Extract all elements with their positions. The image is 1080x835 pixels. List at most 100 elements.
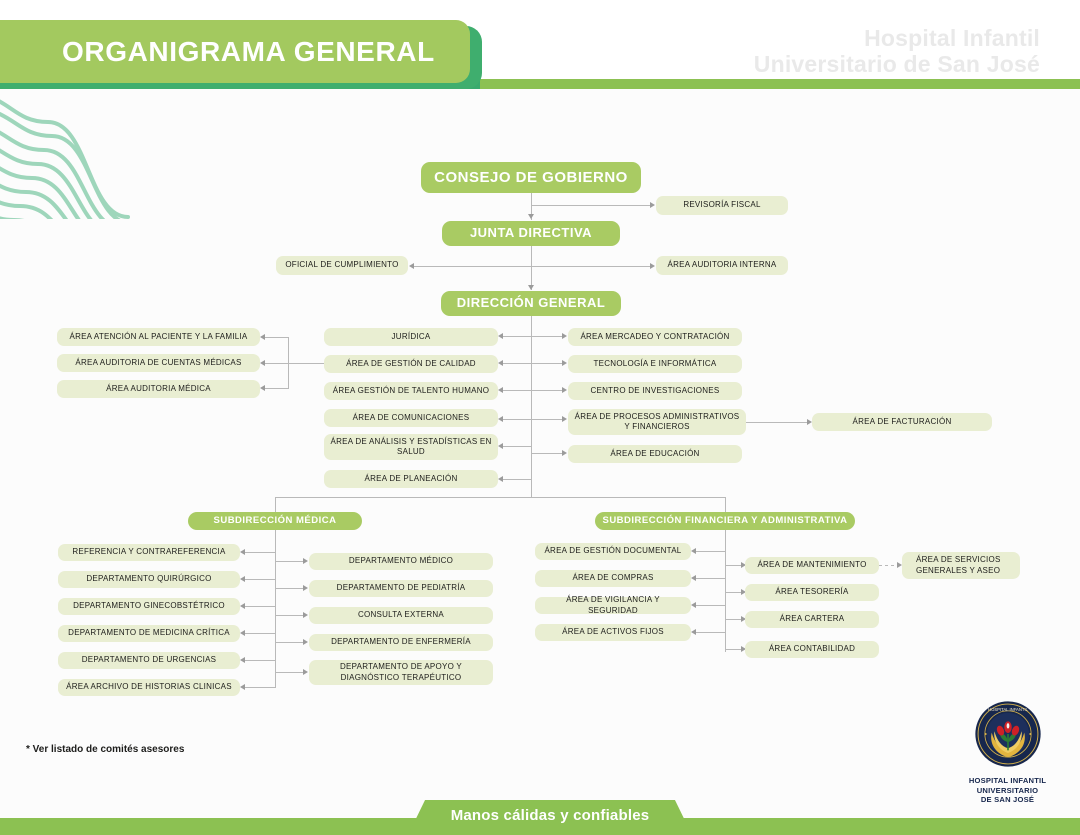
node-label: ÁREA DE PROCESOS ADMINISTRATIVOS Y FINAN… <box>574 411 740 431</box>
node-area-auditoria-medica[interactable]: ÁREA AUDITORIA MÉDICA <box>57 380 260 398</box>
connector-consejo-revisoria <box>531 205 651 206</box>
node-label: ÁREA CONTABILIDAD <box>768 644 856 654</box>
arrow-dg-mid-2 <box>498 386 503 393</box>
connector-fin-right-1 <box>725 592 742 593</box>
node-label: DEPARTAMENTO DE APOYO Y DIAGNÓSTICO TERA… <box>340 662 462 682</box>
node-area-auditoria-interna[interactable]: ÁREA AUDITORIA INTERNA <box>656 256 788 275</box>
arrow-dg-mid-5 <box>498 475 503 482</box>
node-junta-directiva[interactable]: JUNTA DIRECTIVA <box>442 221 620 246</box>
node-tecnologia-informatica[interactable]: TECNOLOGÍA E INFORMÁTICA <box>568 355 742 373</box>
arrow-med-left-2 <box>240 602 245 609</box>
page-title-plate: ORGANIGRAMA GENERAL <box>0 20 470 83</box>
connector-junta-auditoria <box>531 266 651 267</box>
arrow-med-right-0 <box>303 557 308 564</box>
node-area-atencion-paciente-familia[interactable]: ÁREA ATENCIÓN AL PACIENTE Y LA FAMILIA <box>57 328 260 346</box>
brand-watermark: Hospital Infantil Universitario de San J… <box>754 25 1040 78</box>
node-area-comunicaciones[interactable]: ÁREA DE COMUNICACIONES <box>324 409 498 427</box>
node-area-educacion[interactable]: ÁREA DE EDUCACIÓN <box>568 445 742 463</box>
node-juridica[interactable]: JURÍDICA <box>324 328 498 346</box>
node-area-tesoreria[interactable]: ÁREA TESORERÍA <box>745 584 879 601</box>
node-oficial-de-cumplimiento[interactable]: OFICIAL DE CUMPLIMIENTO <box>276 256 408 275</box>
arrow-dg-left-0 <box>260 333 265 340</box>
node-label: ÁREA DE MANTENIMIENTO <box>757 560 867 570</box>
arrow-fin-left-1 <box>691 574 696 581</box>
node-area-gestion-talento-humano[interactable]: ÁREA GESTIÓN DE TALENTO HUMANO <box>324 382 498 400</box>
node-area-contabilidad[interactable]: ÁREA CONTABILIDAD <box>745 641 879 658</box>
node-label: CONSULTA EXTERNA <box>358 610 444 620</box>
arrow-fin-left-2 <box>691 601 696 608</box>
connector-med-left-2 <box>245 606 276 607</box>
node-departamento-medicina-critica[interactable]: DEPARTAMENTO DE MEDICINA CRÍTICA <box>58 625 240 642</box>
node-label: ÁREA DE ANÁLISIS Y ESTADÍSTICAS EN SALUD <box>330 436 492 456</box>
node-area-planeacion[interactable]: ÁREA DE PLANEACIÓN <box>324 470 498 488</box>
node-label: SUBDIRECCIÓN FINANCIERA Y ADMINISTRATIVA <box>602 514 848 526</box>
node-departamento-enfermeria[interactable]: DEPARTAMENTO DE ENFERMERÍA <box>309 634 493 651</box>
node-subdireccion-medica[interactable]: SUBDIRECCIÓN MÉDICA <box>188 512 362 530</box>
node-area-procesos-administrativos-financieros[interactable]: ÁREA DE PROCESOS ADMINISTRATIVOS Y FINAN… <box>568 409 746 435</box>
node-area-auditoria-cuentas-medicas[interactable]: ÁREA AUDITORIA DE CUENTAS MÉDICAS <box>57 354 260 372</box>
node-revisoria-fiscal[interactable]: REVISORÍA FISCAL <box>656 196 788 215</box>
node-area-analisis-estadisticas-salud[interactable]: ÁREA DE ANÁLISIS Y ESTADÍSTICAS EN SALUD <box>324 434 498 460</box>
node-area-gestion-calidad[interactable]: ÁREA DE GESTIÓN DE CALIDAD <box>324 355 498 373</box>
arrow-facturacion <box>807 418 812 425</box>
logo-caption-line-1: HOSPITAL INFANTIL <box>968 776 1047 785</box>
node-referencia-contrareferencia[interactable]: REFERENCIA Y CONTRAREFERENCIA <box>58 544 240 561</box>
arrow-fin-left-0 <box>691 547 696 554</box>
node-area-servicios-generales-aseo[interactable]: ÁREA DE SERVICIOS GENERALES Y ASEO <box>902 552 1020 579</box>
hospital-crest-icon: HOSPITAL INFANTIL <box>974 701 1041 767</box>
connector-junta-direccion <box>531 244 532 290</box>
arrow-med-right-3 <box>303 638 308 645</box>
node-label: DEPARTAMENTO QUIRÚRGICO <box>86 574 212 584</box>
logo-caption-line-3: DE SAN JOSÉ <box>980 795 1035 805</box>
node-subdireccion-financiera-administrativa[interactable]: SUBDIRECCIÓN FINANCIERA Y ADMINISTRATIVA <box>595 512 855 530</box>
node-area-mantenimiento[interactable]: ÁREA DE MANTENIMIENTO <box>745 557 879 574</box>
node-departamento-apoyo-diagnostico-terapeutico[interactable]: DEPARTAMENTO DE APOYO Y DIAGNÓSTICO TERA… <box>309 660 493 685</box>
footnote-comites: * Ver listado de comités asesores <box>26 744 185 755</box>
node-area-vigilancia-seguridad[interactable]: ÁREA DE VIGILANCIA Y SEGURIDAD <box>535 595 691 615</box>
node-label: DEPARTAMENTO DE URGENCIAS <box>81 655 217 665</box>
arrow-med-right-2 <box>303 611 308 618</box>
node-departamento-ginecobstetrico[interactable]: DEPARTAMENTO GINECOBSTÉTRICO <box>58 598 240 615</box>
arrow-dg-right-1 <box>562 359 567 366</box>
node-label: REFERENCIA Y CONTRAREFERENCIA <box>72 547 226 557</box>
connector-dg-right-4 <box>531 453 563 454</box>
node-label: ÁREA MERCADEO Y CONTRATACIÓN <box>580 331 730 341</box>
connector-med-right-1 <box>275 588 304 589</box>
arrow-med-left-5 <box>240 683 245 690</box>
node-label: ÁREA DE GESTIÓN DE CALIDAD <box>346 358 476 368</box>
node-label: ÁREA AUDITORIA MÉDICA <box>106 383 211 393</box>
node-centro-investigaciones[interactable]: CENTRO DE INVESTIGACIONES <box>568 382 742 400</box>
connector-fin-right-3 <box>725 649 742 650</box>
node-label: ÁREA AUDITORIA DE CUENTAS MÉDICAS <box>75 357 242 367</box>
node-area-mercadeo-contratacion[interactable]: ÁREA MERCADEO Y CONTRATACIÓN <box>568 328 742 346</box>
arrow-revisoria <box>650 201 655 208</box>
node-label: OFICIAL DE CUMPLIMIENTO <box>285 260 399 270</box>
node-area-facturacion[interactable]: ÁREA DE FACTURACIÓN <box>812 413 992 431</box>
node-area-activos-fijos[interactable]: ÁREA DE ACTIVOS FIJOS <box>535 624 691 641</box>
arrow-med-right-1 <box>303 584 308 591</box>
connector-dg-left-2 <box>265 388 289 389</box>
node-area-compras[interactable]: ÁREA DE COMPRAS <box>535 570 691 587</box>
node-area-gestion-documental[interactable]: ÁREA DE GESTIÓN DOCUMENTAL <box>535 543 691 560</box>
node-departamento-medico[interactable]: DEPARTAMENTO MÉDICO <box>309 553 493 570</box>
connector-dg-right-2 <box>531 390 563 391</box>
node-departamento-urgencias[interactable]: DEPARTAMENTO DE URGENCIAS <box>58 652 240 669</box>
node-area-cartera[interactable]: ÁREA CARTERA <box>745 611 879 628</box>
node-departamento-quirurgico[interactable]: DEPARTAMENTO QUIRÚRGICO <box>58 571 240 588</box>
svg-text:HOSPITAL INFANTIL: HOSPITAL INFANTIL <box>988 707 1029 712</box>
node-consejo-de-gobierno[interactable]: CONSEJO DE GOBIERNO <box>421 162 641 193</box>
arrow-fin-right-1 <box>741 588 746 595</box>
connector-dg-mid-1 <box>503 363 532 364</box>
arrow-fin-left-3 <box>691 628 696 635</box>
arrow-dg-right-0 <box>562 332 567 339</box>
wave-decoration <box>0 99 130 219</box>
arrow-med-right-4 <box>303 668 308 675</box>
node-direccion-general[interactable]: DIRECCIÓN GENERAL <box>441 291 621 316</box>
connector-dg-mid-4 <box>503 446 532 447</box>
node-area-archivo-historias-clinicas[interactable]: ÁREA ARCHIVO DE HISTORIAS CLINICAS <box>58 679 240 696</box>
connector-subdirecciones-split <box>275 497 725 498</box>
node-consulta-externa[interactable]: CONSULTA EXTERNA <box>309 607 493 624</box>
connector-fin-trunk <box>725 530 726 652</box>
connector-dg-right-0 <box>531 336 563 337</box>
node-departamento-pediatria[interactable]: DEPARTAMENTO DE PEDIATRÍA <box>309 580 493 597</box>
